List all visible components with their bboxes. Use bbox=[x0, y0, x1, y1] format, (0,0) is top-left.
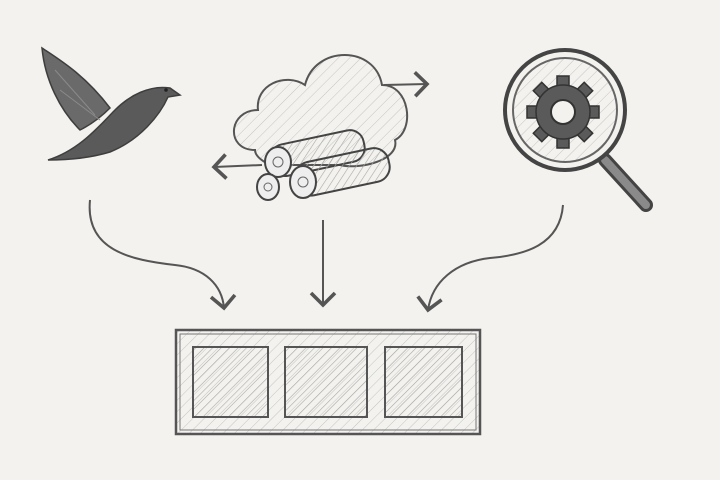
three-slot-container bbox=[174, 328, 482, 436]
logs-icon bbox=[256, 129, 391, 201]
arrow-magnifier-to-container bbox=[416, 204, 564, 313]
cloud-logs-icon bbox=[211, 54, 430, 201]
slot-2 bbox=[284, 346, 368, 418]
gear-icon bbox=[526, 75, 600, 149]
slot-1 bbox=[192, 346, 269, 418]
slot-3 bbox=[384, 346, 463, 418]
arrow-right-icon bbox=[383, 70, 430, 98]
arrow-bird-to-container bbox=[88, 199, 237, 311]
magnifier-gear-icon bbox=[503, 48, 653, 212]
bird-icon bbox=[41, 46, 182, 161]
arrow-left-icon bbox=[211, 153, 263, 180]
